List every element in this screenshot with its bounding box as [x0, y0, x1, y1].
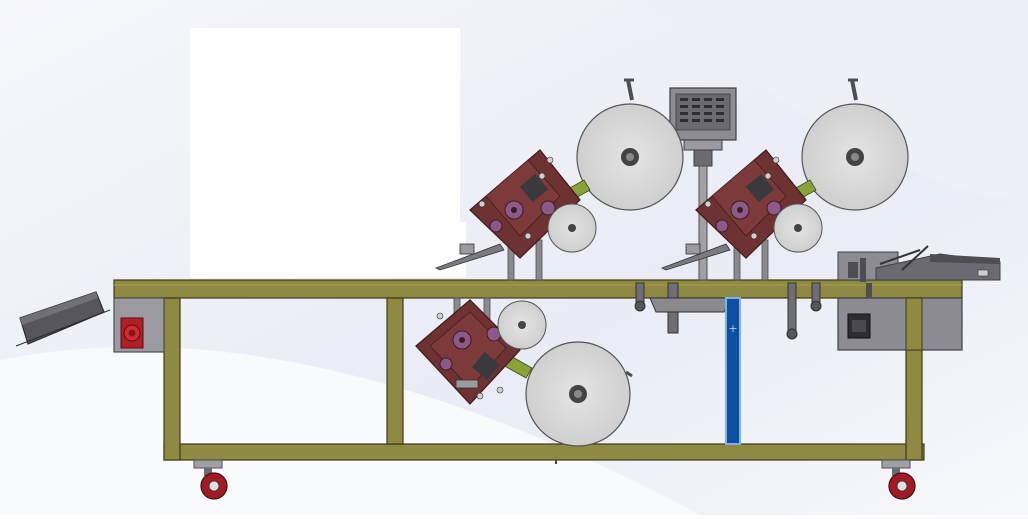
background-white-notch [376, 222, 466, 278]
background-swoosh [640, 0, 1028, 200]
frame-top-rail [113, 279, 963, 299]
peel-plate [435, 243, 505, 271]
emergency-stop-icon[interactable] [120, 317, 144, 349]
infeed-chute [15, 291, 111, 347]
labeler-head-top-left [435, 78, 684, 281]
labeler-head-bottom [415, 297, 633, 447]
frame-leg-left [163, 297, 181, 461]
control-panel-vents [680, 98, 724, 122]
caster-right [881, 459, 916, 500]
control-box-icon[interactable] [847, 313, 871, 339]
left-control-box [113, 297, 165, 353]
frame-bottom-rail [163, 443, 925, 461]
sensor-bar: + [725, 297, 741, 445]
peel-plate [661, 243, 731, 271]
caster-left [193, 459, 228, 500]
top-control-panel [669, 87, 737, 281]
right-cabinet [837, 297, 963, 351]
plus-icon: + [728, 322, 737, 335]
conveyor-hangers [634, 282, 822, 340]
frame-leg-middle [386, 297, 404, 445]
outfeed-unit [837, 245, 1001, 297]
labeler-head-top-right [661, 78, 909, 281]
